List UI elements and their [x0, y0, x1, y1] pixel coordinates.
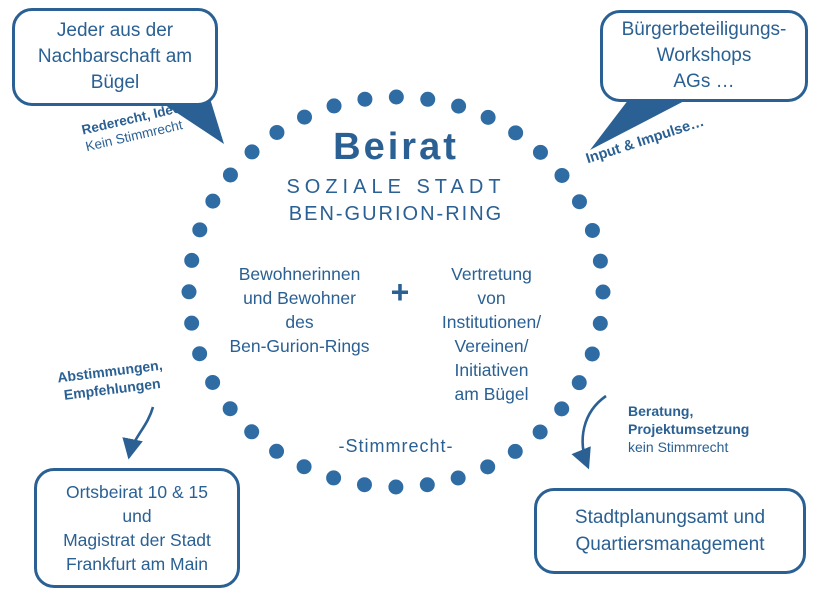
callout-stadtplanungsamt-text: Stadtplanungsamt und Quartiersmanagement: [574, 507, 766, 555]
plus-sign: +: [390, 274, 410, 310]
callout-stadtplanungsamt: Stadtplanungsamt und Quartiersmanagement: [534, 488, 806, 574]
circle-title: Beirat: [333, 126, 459, 168]
callout-workshops-text: Bürgerbeteiligungs- Workshops AGs …: [621, 19, 787, 92]
label-beratung-bold: Beratung, Projektumsetzung: [628, 403, 750, 437]
callout-neighborhood-text: Jeder aus der Nachbarschaft am Bügel: [37, 20, 193, 93]
callout-ortsbeirat: Ortsbeirat 10 & 15 und Magistrat der Sta…: [34, 468, 240, 588]
label-beratung: Beratung, Projektumsetzung kein Stimmrec…: [628, 402, 749, 456]
callout-neighborhood: Jeder aus der Nachbarschaft am Bügel: [12, 8, 218, 106]
resident-members-text: Bewohnerinnen und Bewohner des Ben-Gurio…: [229, 264, 370, 356]
circle-title-block: Beirat SOZIALE STADT BEN-GURION-RING: [246, 126, 546, 226]
circle-subtitle-line1: SOZIALE STADT: [286, 176, 506, 198]
arrow-to-stadtplanungsamt: [571, 394, 607, 470]
callout-workshops: Bürgerbeteiligungs- Workshops AGs …: [600, 10, 808, 102]
arrow-to-ortsbeirat: [122, 406, 155, 460]
callout-ortsbeirat-text: Ortsbeirat 10 & 15 und Magistrat der Sta…: [63, 482, 211, 574]
voting-right-note: -Stimmrecht-: [338, 436, 454, 456]
circle-subtitle-line2: BEN-GURION-RING: [288, 203, 504, 225]
member-circle-dots: [181, 89, 611, 495]
bubble-tail-top-right: [590, 95, 690, 150]
institution-members-text: Vertretung von Institutionen/ Vereinen/ …: [441, 264, 542, 404]
label-beratung-normal: kein Stimmrecht: [628, 439, 729, 455]
